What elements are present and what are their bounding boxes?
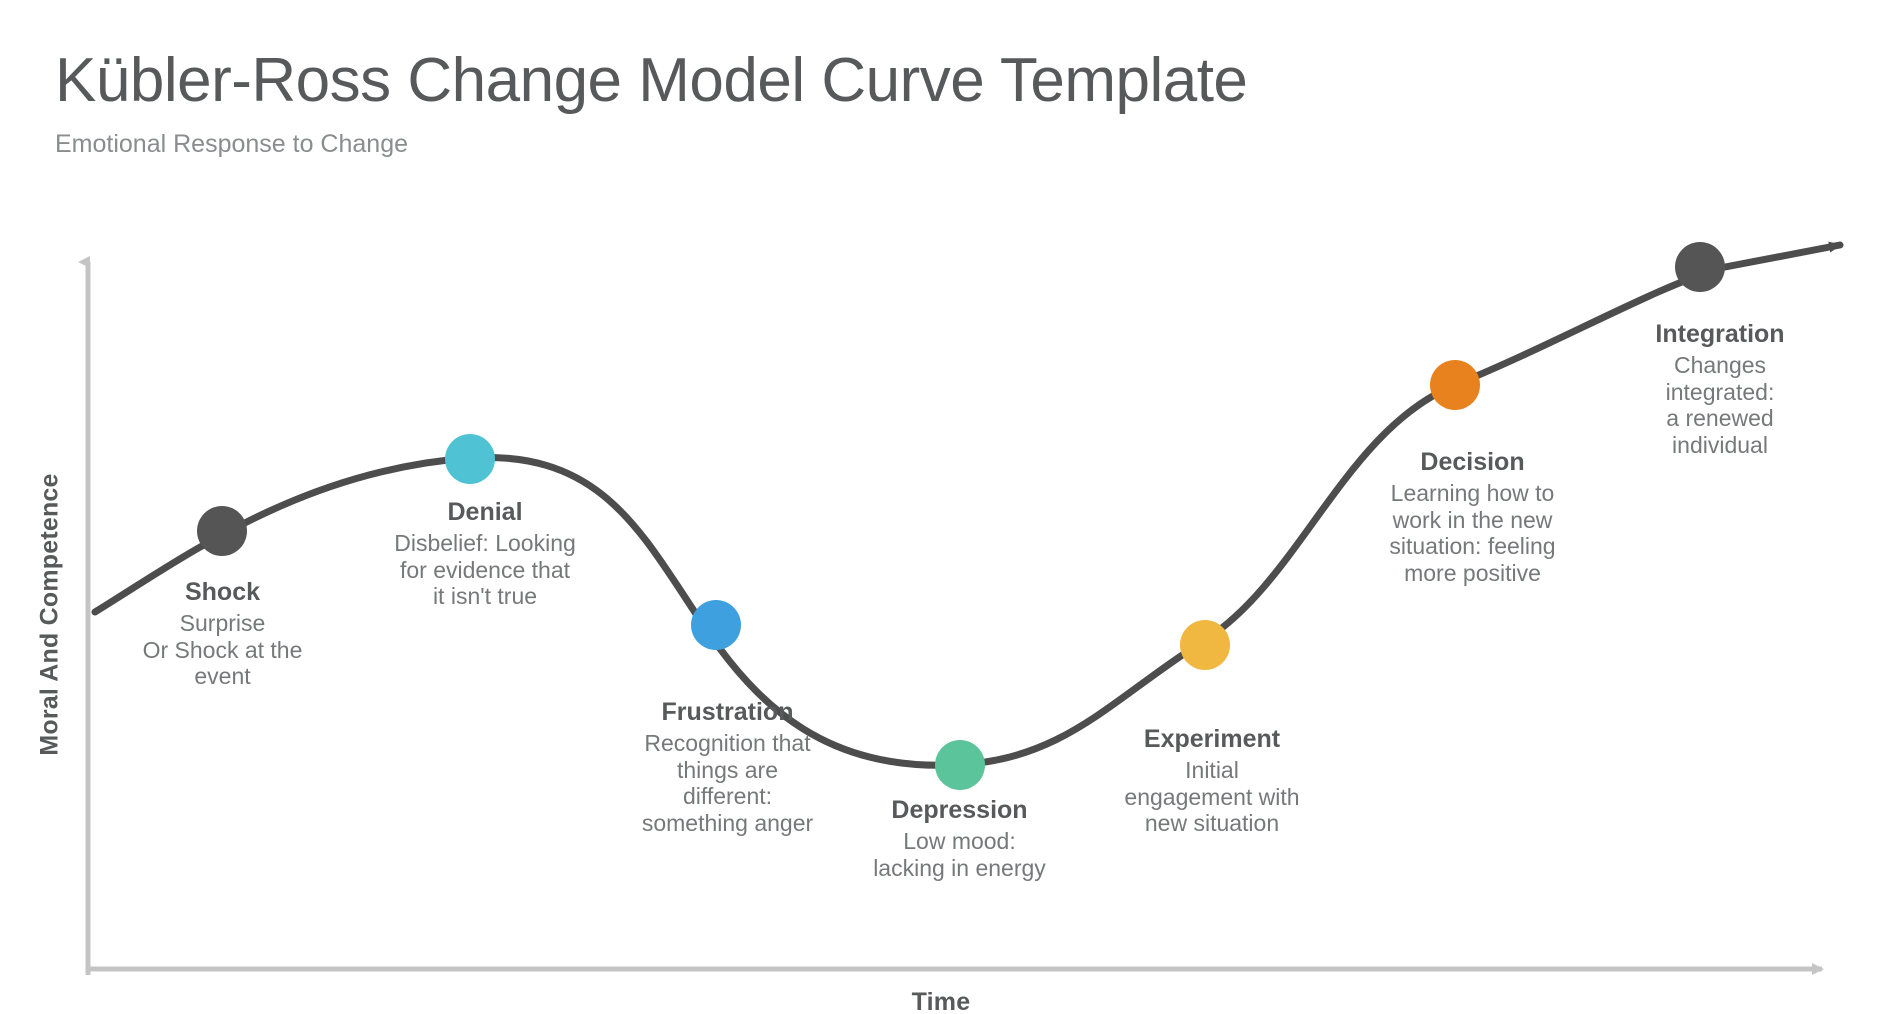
marker-experiment[interactable] — [1180, 620, 1230, 670]
stage-title-integration: Integration — [1655, 320, 1785, 348]
page-title: Kübler-Ross Change Model Curve Template — [55, 46, 1248, 115]
stage-desc-decision-line3: situation: feeling — [1389, 533, 1556, 560]
stage-desc-experiment-line2: engagement with — [1124, 783, 1300, 810]
marker-denial[interactable] — [445, 434, 495, 484]
stage-title-shock: Shock — [184, 578, 261, 606]
stage-title-frustration: Frustration — [661, 698, 794, 726]
stage-desc-decision-line2: work in the new — [1392, 506, 1553, 533]
stage-desc-shock-line1: Surprise — [179, 610, 266, 636]
stage-title-experiment: Experiment — [1143, 725, 1281, 753]
stage-label-denial: Denial Disbelief: Looking for evidence t… — [350, 498, 620, 610]
stage-desc-denial-line1: Disbelief: Looking — [394, 530, 576, 556]
stage-desc-depression-line2: lacking in energy — [873, 854, 1046, 881]
stage-desc-decision-line4: more positive — [1404, 560, 1541, 587]
stage-label-experiment: Experiment Initial engagement with new s… — [1082, 725, 1342, 837]
y-axis-title: Moral And Competence — [35, 473, 64, 756]
stage-desc-frustration-line2: things are — [676, 756, 778, 783]
stage-label-depression: Depression Low mood: lacking in energy — [832, 796, 1087, 881]
stage-desc-shock-line3: event — [194, 663, 251, 690]
stage-desc-integration-line3: a renewed — [1666, 405, 1774, 432]
stage-desc-denial-line3: it isn't true — [432, 583, 538, 610]
marker-shock[interactable] — [197, 506, 247, 556]
stage-desc-frustration-line1: Recognition that — [644, 730, 811, 756]
stage-desc-experiment-line3: new situation — [1144, 810, 1280, 837]
stage-label-frustration: Frustration Recognition that things are … — [590, 698, 865, 837]
stage-desc-integration-line4: individual — [1672, 432, 1768, 459]
stage-label-integration: Integration Changes integrated: a renewe… — [1590, 320, 1850, 459]
stage-label-decision: Decision Learning how to work in the new… — [1335, 448, 1610, 587]
page-subtitle: Emotional Response to Change — [55, 129, 409, 158]
stage-desc-integration-line1: Changes — [1673, 352, 1767, 378]
stage-label-shock: Shock Surprise Or Shock at the event — [105, 578, 340, 690]
marker-decision[interactable] — [1430, 360, 1480, 410]
stage-desc-integration-line2: integrated: — [1665, 378, 1775, 405]
stage-desc-frustration-line3: different: — [682, 783, 773, 810]
x-axis-title: Time — [911, 988, 971, 1014]
stage-desc-experiment-line1: Initial — [1185, 757, 1239, 783]
marker-frustration[interactable] — [691, 600, 741, 650]
stage-desc-shock-line2: Or Shock at the — [142, 636, 303, 663]
marker-integration[interactable] — [1675, 242, 1725, 292]
stage-desc-decision-line1: Learning how to — [1390, 480, 1555, 506]
marker-depression[interactable] — [935, 740, 985, 790]
stage-title-depression: Depression — [891, 796, 1028, 824]
stage-desc-denial-line2: for evidence that — [399, 556, 571, 583]
header: Kübler-Ross Change Model Curve Template … — [55, 46, 1655, 159]
stage-desc-frustration-line4: something anger — [641, 810, 814, 837]
stage-title-decision: Decision — [1420, 448, 1525, 476]
stage-title-denial: Denial — [447, 498, 523, 526]
stage-desc-depression-line1: Low mood: — [903, 828, 1016, 854]
